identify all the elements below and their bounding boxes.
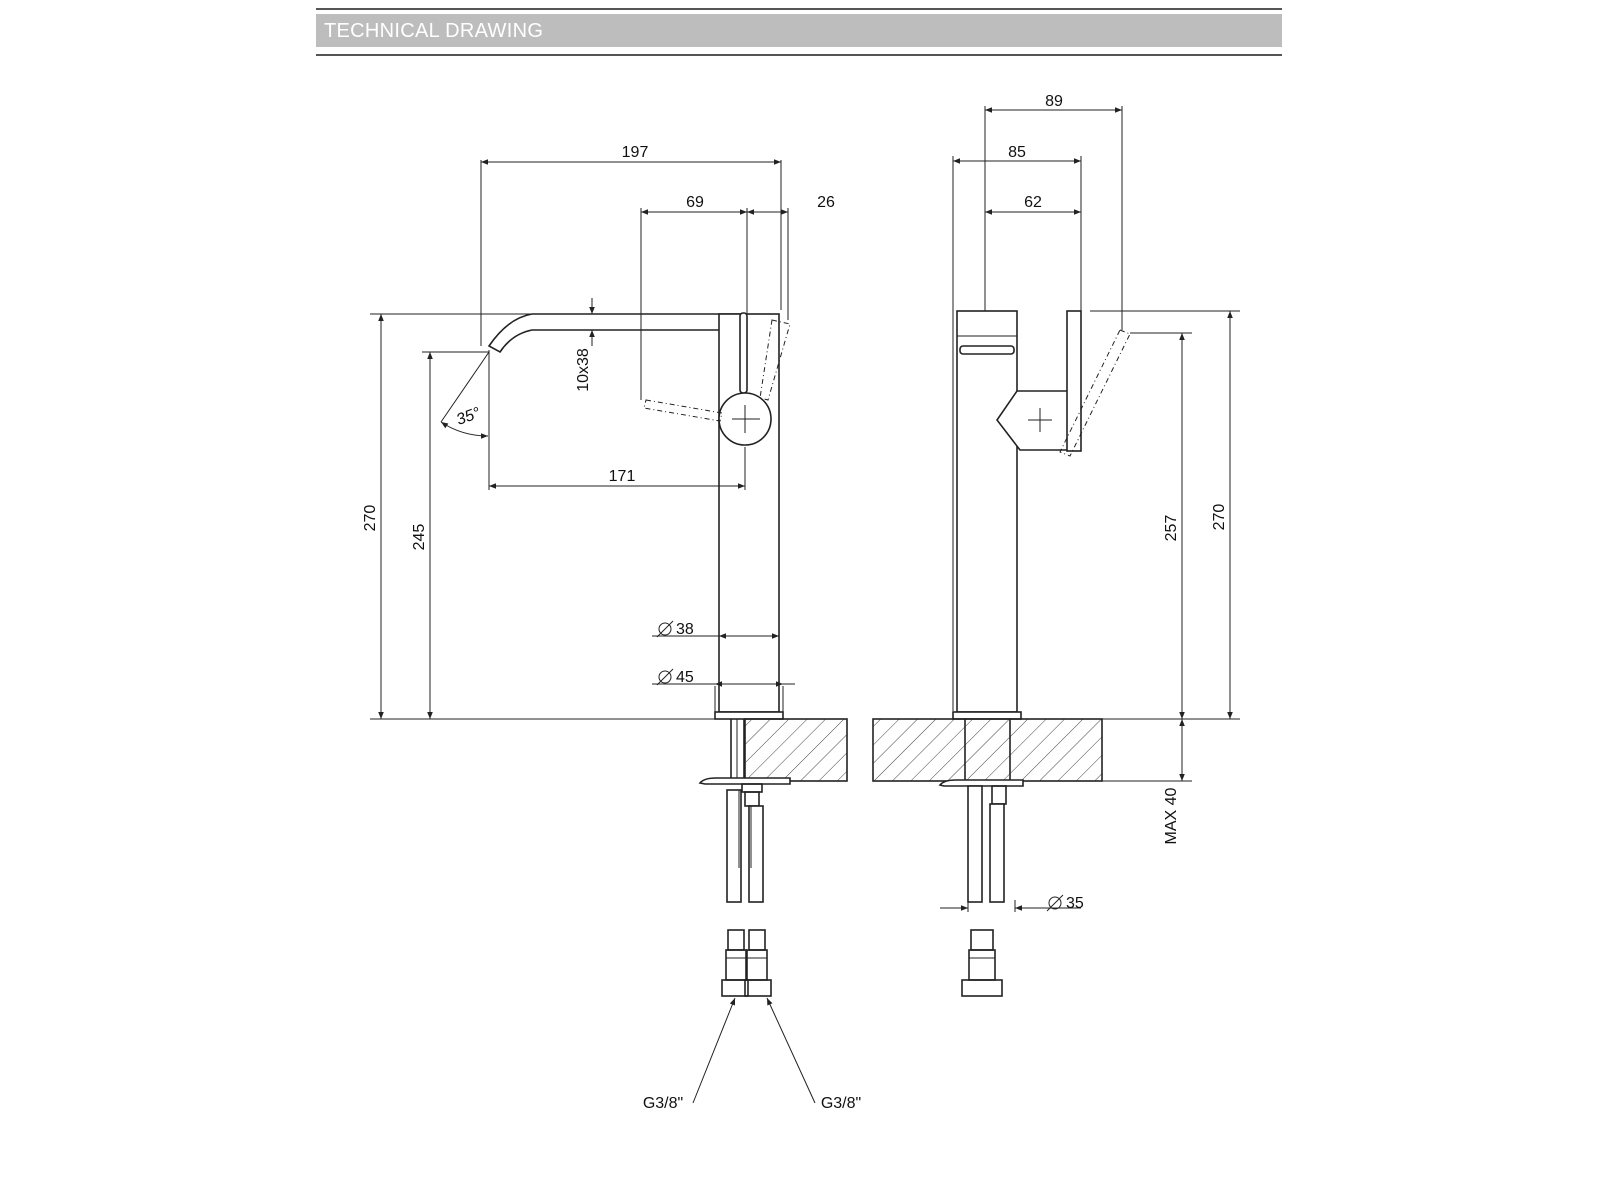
header-band: TECHNICAL DRAWING	[316, 14, 1282, 47]
page-title: TECHNICAL DRAWING	[324, 20, 544, 42]
dim-245: 245	[411, 524, 428, 551]
header-bottom-rule	[316, 54, 1282, 56]
dimension-lines	[370, 106, 1240, 1104]
dimension-labels: 197 69 26 10x38 35° 171 270 245 38 45 89…	[362, 93, 1228, 1112]
side-connector-nut	[961, 979, 1003, 997]
dim-89: 89	[1045, 93, 1063, 110]
spout-outline	[487, 313, 748, 354]
side-view	[872, 310, 1131, 997]
dim-171: 171	[609, 468, 636, 485]
dim-257: 257	[1163, 515, 1180, 542]
dim-10x38: 10x38	[575, 348, 592, 392]
side-hose-right	[989, 803, 1005, 903]
countertop-section	[744, 718, 848, 782]
handle-rotated-dashed	[643, 399, 723, 422]
dim-g38-left: G3/8"	[643, 1095, 683, 1112]
dim-69: 69	[686, 194, 704, 211]
dim-max40: MAX 40	[1163, 787, 1180, 844]
hose-right	[748, 805, 764, 903]
side-lever	[1066, 310, 1082, 452]
side-body-column	[956, 310, 1018, 713]
connector-nut-right	[744, 979, 772, 997]
dim-38: 38	[676, 621, 694, 638]
dim-g38-right: G3/8"	[821, 1095, 861, 1112]
dim-35deg: 35°	[454, 404, 483, 428]
fixing-plate	[698, 777, 791, 785]
dim-62: 62	[1024, 194, 1042, 211]
header-top-rule	[316, 8, 1282, 10]
connector-nut-left	[721, 979, 749, 997]
dim-45: 45	[676, 669, 694, 686]
dim-270-right: 270	[1211, 504, 1228, 531]
dim-197: 197	[622, 144, 649, 161]
handle-lever	[739, 312, 748, 394]
base-ring	[714, 711, 784, 720]
side-countertop-section	[872, 718, 1103, 782]
body-column	[718, 313, 780, 713]
dim-35: 35	[1066, 895, 1084, 912]
side-hose-left	[967, 785, 983, 903]
dim-270-left: 270	[362, 505, 379, 532]
dim-85: 85	[1008, 144, 1026, 161]
dim-26: 26	[817, 194, 835, 211]
front-view	[487, 312, 848, 997]
hose-left	[726, 789, 742, 903]
